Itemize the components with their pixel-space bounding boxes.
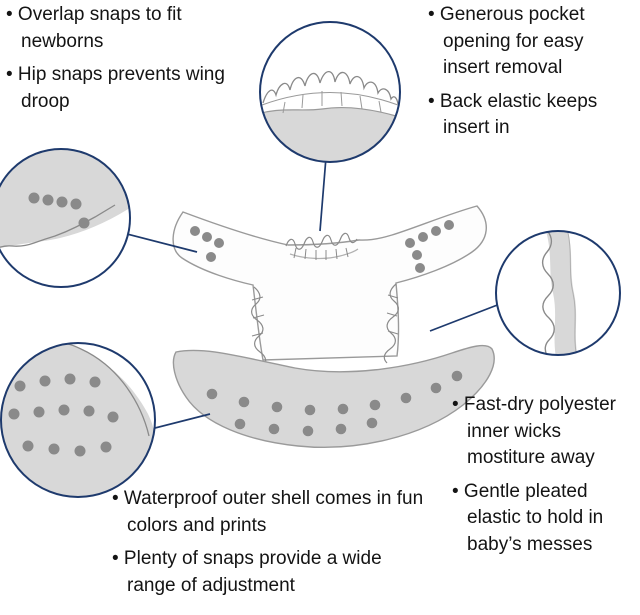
- callout-shell-snaps: [0, 342, 156, 498]
- left-leg-gathers-sketch: [251, 286, 267, 368]
- bullet-hip-snaps: • Hip snaps prevents wing droop: [6, 64, 225, 112]
- pocket-ruffle-sketch: [285, 232, 359, 260]
- annotation-pocket-back-elastic: • Generous pocket opening for easy inser…: [428, 2, 632, 149]
- callout-pleated-elastic: [495, 230, 621, 356]
- snap-dots-left-wing: [190, 226, 224, 262]
- bullet-waterproof-shell: • Waterproof outer shell comes in fun co…: [112, 488, 424, 536]
- diaper-body: [172, 205, 487, 368]
- bullet-snap-adjustment: • Plenty of snaps provide a wide range o…: [112, 548, 382, 596]
- front-band: [172, 344, 495, 448]
- callout-wing-snaps: [0, 148, 131, 288]
- annotation-inner-elastic: • Fast-dry polyester inner wicks mostitu…: [452, 392, 630, 566]
- bullet-fast-dry-inner: • Fast-dry polyester inner wicks mostitu…: [452, 394, 616, 469]
- bullet-pocket-opening: • Generous pocket opening for easy inser…: [428, 4, 585, 79]
- bullet-pleated-elastic: • Gentle pleated elastic to hold in baby…: [452, 480, 604, 555]
- snap-dots-band: [206, 370, 463, 437]
- right-leg-gathers-sketch: [383, 283, 399, 364]
- snap-dots-right-wing: [405, 220, 454, 273]
- callout-pocket-opening: [259, 21, 401, 163]
- annotation-overlap-hip-snaps: • Overlap snaps to fit newborns • Hip sn…: [6, 2, 238, 122]
- bullet-back-elastic: • Back elastic keeps insert in: [428, 90, 598, 139]
- annotation-shell-snaps: • Waterproof outer shell comes in fun co…: [112, 486, 430, 606]
- bullet-overlap-snaps: • Overlap snaps to fit newborns: [6, 4, 182, 52]
